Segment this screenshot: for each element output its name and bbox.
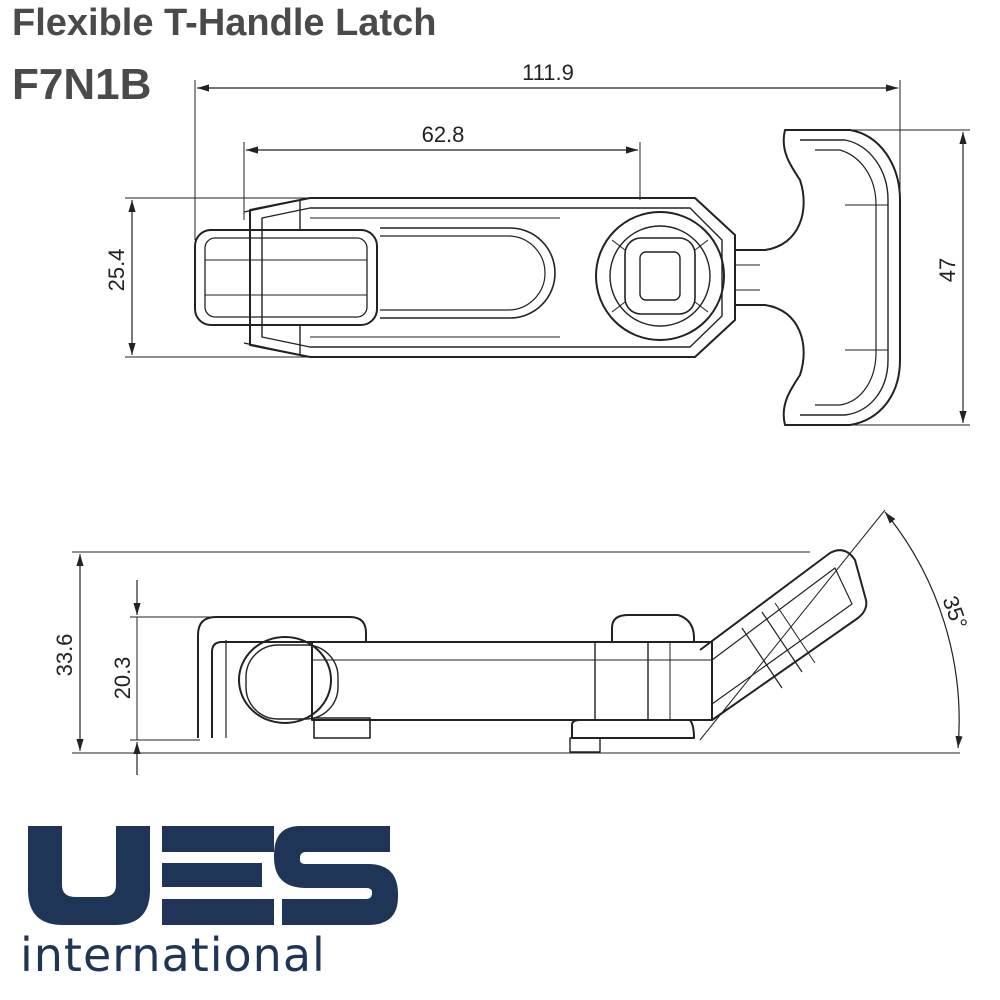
dimension-body-height — [125, 197, 330, 358]
dim-handle-height-label: 47 — [935, 258, 960, 282]
dim-body-height-label: 25.4 — [104, 249, 129, 292]
ues-logo — [28, 826, 398, 925]
dimension-side-body-height — [130, 580, 210, 775]
logo-letter-e-top — [162, 826, 274, 852]
dim-handle-angle-label: 35° — [938, 593, 973, 633]
top-view: 111.9 62.8 25.4 47 — [104, 60, 970, 426]
logo-letter-s — [274, 826, 398, 925]
dimension-handle-height — [850, 129, 970, 426]
dimension-overall-height — [72, 551, 960, 754]
keeper-top — [194, 199, 378, 356]
latch-body-top — [249, 197, 736, 358]
dim-overall-length-label: 111.9 — [522, 60, 574, 85]
dim-side-body-height-label: 20.3 — [110, 657, 135, 700]
logo-letter-e-mid — [162, 863, 262, 887]
pivot-boss — [595, 211, 725, 341]
latch-body-side — [311, 614, 713, 753]
part-number: F7N1B — [12, 60, 152, 109]
t-handle-top — [735, 129, 901, 426]
logo-letter-e-bottom — [162, 899, 274, 925]
logo-letter-u — [28, 826, 150, 925]
side-view: 33.6 20.3 35° — [52, 509, 973, 775]
logo-subtitle: international — [20, 928, 326, 982]
dimension-handle-angle — [699, 509, 963, 749]
keeper-side — [197, 616, 371, 739]
strike-roller — [238, 636, 339, 724]
dimension-strike-length — [243, 142, 641, 220]
dim-overall-height-label: 33.6 — [52, 634, 77, 677]
t-handle-side — [699, 549, 868, 721]
dim-strike-length-label: 62.8 — [422, 122, 465, 147]
dimension-overall-length — [194, 80, 901, 240]
product-title: Flexible T-Handle Latch — [12, 2, 437, 44]
